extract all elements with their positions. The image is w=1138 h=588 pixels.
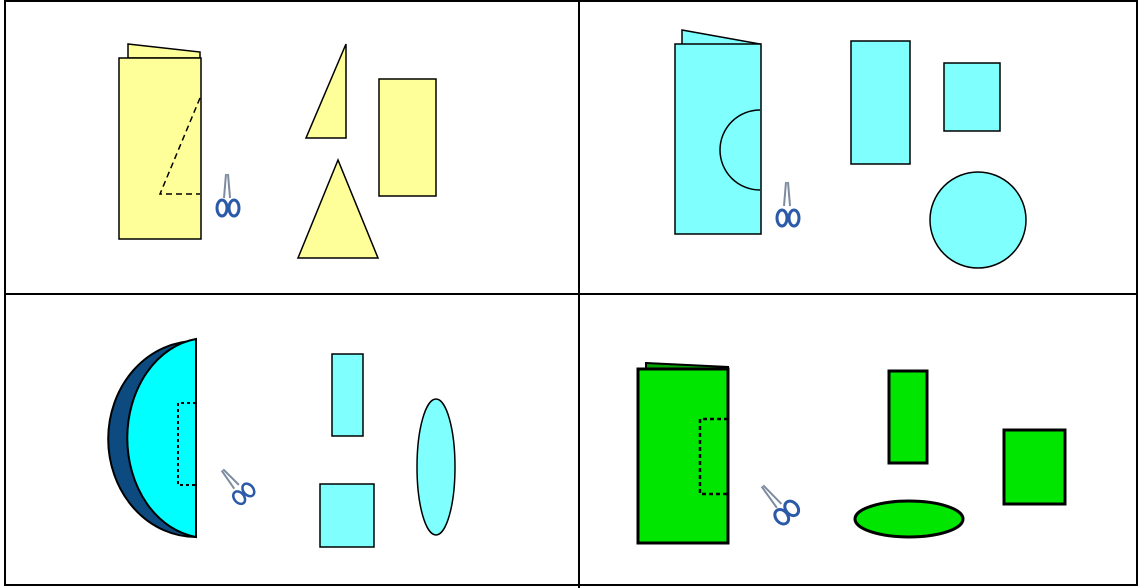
panel-folded-green bbox=[574, 293, 1138, 586]
triangle bbox=[298, 160, 378, 258]
square bbox=[944, 63, 1000, 131]
panel-folded-triangle bbox=[0, 0, 570, 290]
square bbox=[320, 484, 374, 547]
scissors-icon bbox=[217, 174, 239, 216]
panel-half-disc bbox=[0, 293, 570, 586]
folded-paper bbox=[119, 58, 201, 239]
scissors-icon bbox=[754, 477, 801, 527]
folded-paper bbox=[638, 369, 728, 543]
panel-folded-semicircle bbox=[574, 0, 1138, 290]
ellipse bbox=[417, 399, 455, 535]
scissors-icon bbox=[777, 182, 799, 226]
rectangle bbox=[889, 371, 927, 463]
circle bbox=[930, 172, 1026, 268]
ellipse bbox=[855, 501, 963, 537]
scissors-icon bbox=[215, 462, 257, 506]
rectangle bbox=[1004, 430, 1065, 504]
folded-paper-back bbox=[128, 44, 200, 58]
folded-paper bbox=[675, 44, 761, 234]
rectangle bbox=[379, 79, 436, 196]
triangle-half bbox=[306, 44, 346, 138]
rectangle bbox=[851, 41, 910, 164]
rectangle bbox=[332, 354, 363, 436]
